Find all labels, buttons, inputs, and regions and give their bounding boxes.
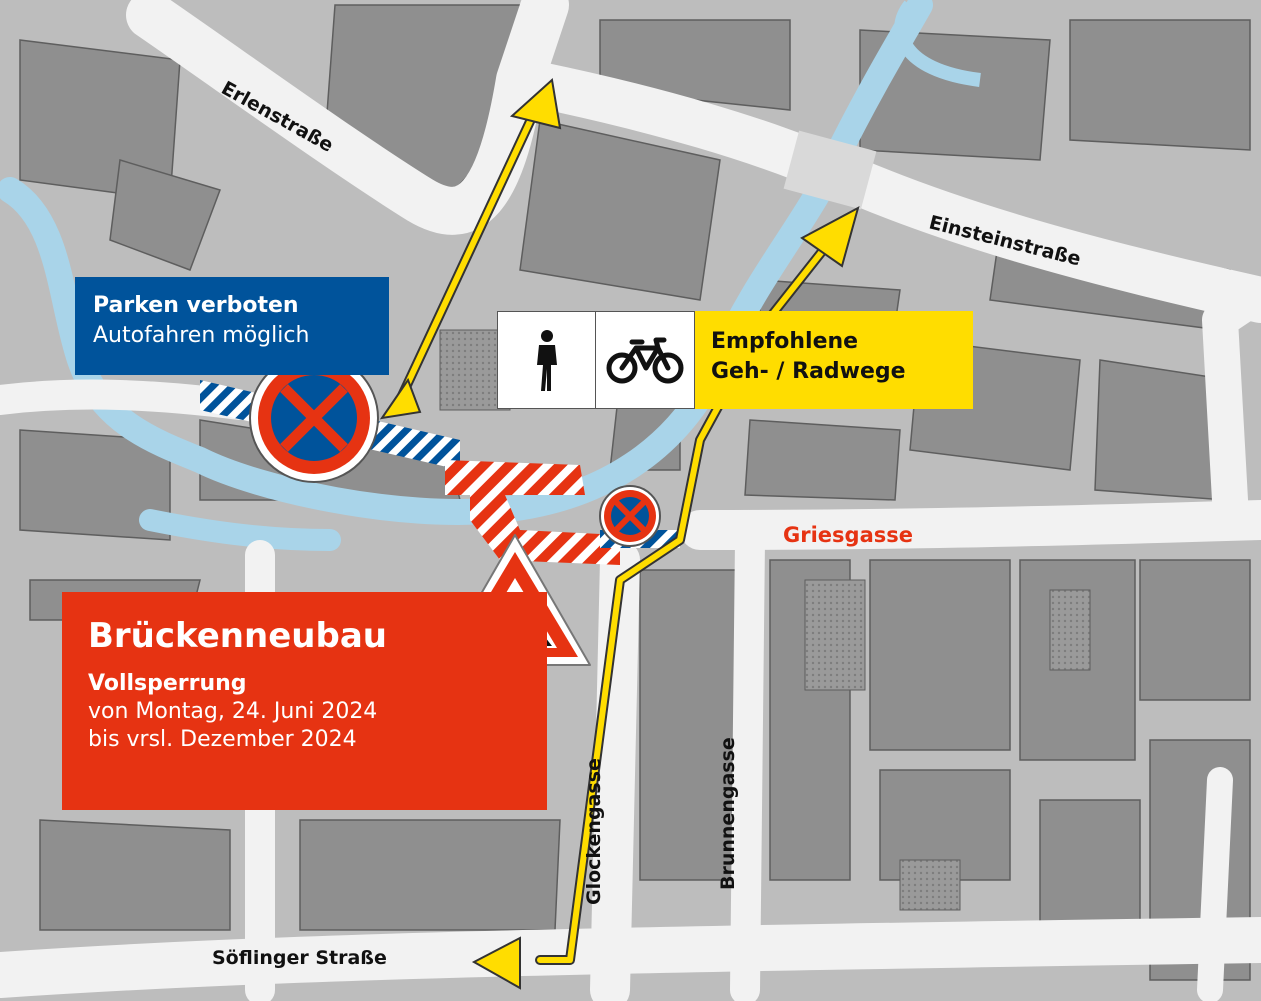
no-parking-sign-large (249, 353, 379, 483)
river-branch (894, 0, 981, 87)
construction-notice: Brückenneubau Vollsperrung von Montag, 2… (62, 592, 547, 810)
pedestrian-sign (497, 311, 596, 409)
route-notice: Empfohlene Geh- / Radwege (497, 311, 973, 409)
street-label-soeflinger-strasse: Söflinger Straße (212, 947, 387, 969)
street-label-glockengasse: Glockengasse (583, 758, 605, 905)
construction-notice-start: von Montag, 24. Juni 2024 (88, 699, 378, 724)
route-notice-line2: Geh- / Radwege (711, 359, 906, 384)
construction-notice-end: bis vrsl. Dezember 2024 (88, 727, 357, 752)
route-notice-text: Empfohlene Geh- / Radwege (695, 311, 973, 409)
parking-notice-title: Parken verboten (93, 293, 299, 318)
construction-notice-subtitle: Vollsperrung (88, 671, 247, 696)
bridge-einsteinstrasse (783, 130, 877, 210)
no-parking-sign-small (599, 485, 661, 547)
pedestrian-icon (536, 330, 557, 391)
bicycle-icon (606, 337, 684, 384)
route-arrowheads (379, 78, 860, 990)
construction-notice-title: Brückenneubau (88, 616, 387, 656)
route-notice-line1: Empfohlene (711, 329, 859, 354)
parking-notice-subtitle: Autofahren möglich (93, 323, 310, 348)
street-label-brunnengasse: Brunnengasse (717, 737, 739, 890)
bicycle-sign (596, 311, 695, 409)
street-label-griesgasse: Griesgasse (783, 523, 913, 547)
parking-notice: Parken verboten Autofahren möglich (75, 277, 389, 375)
